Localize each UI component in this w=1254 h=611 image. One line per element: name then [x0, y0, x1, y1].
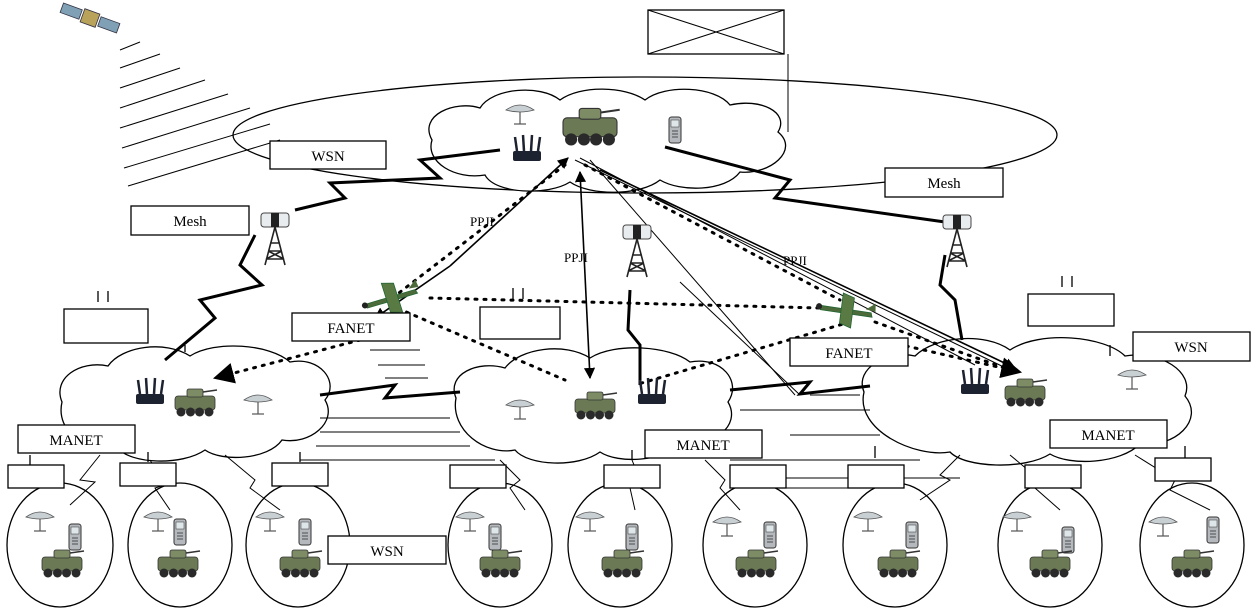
thick-links	[164, 145, 964, 400]
cell-tower-icon	[260, 212, 290, 266]
dotted-links	[388, 163, 1007, 387]
manet-label-right: MANET	[1049, 419, 1168, 449]
uav-drone-icon	[812, 286, 879, 334]
mobile-phone-icon	[668, 116, 682, 144]
fanet-dotted-arrow	[212, 338, 362, 384]
cell-tower-icon	[942, 214, 972, 268]
manet-label-left: MANET	[17, 424, 136, 454]
wsn-text: WSN	[370, 544, 404, 560]
cell-tower-icon	[622, 224, 652, 278]
wsn-label-top: WSN	[269, 140, 387, 170]
fanet-text: FANET	[327, 321, 374, 337]
command-area-ellipse	[232, 76, 1058, 194]
wsn-text: WSN	[1174, 340, 1208, 356]
mesh-label-right: Mesh	[884, 167, 1004, 198]
manet-text: MANET	[676, 438, 729, 454]
empty-boxes	[7, 293, 1212, 489]
wsn-label-right: WSN	[1132, 331, 1251, 362]
manet-text: MANET	[1081, 428, 1134, 444]
pprl-label: PPJI	[783, 253, 807, 268]
wsn-label-bottom: WSN	[327, 535, 447, 565]
pprl-label: PPJI	[564, 250, 588, 265]
satellite-beam	[119, 41, 281, 187]
mesh-dotted-arrow	[878, 338, 1023, 379]
mesh-text: Mesh	[927, 176, 961, 192]
mesh-label-left: Mesh	[130, 205, 250, 236]
mesh-text: Mesh	[173, 214, 207, 230]
satellite-icon	[59, 2, 121, 34]
crossed-flag-icon	[647, 9, 789, 132]
manet-label-middle: MANET	[644, 429, 763, 459]
tick-marks	[29, 276, 1186, 465]
manet-text: MANET	[49, 433, 102, 449]
fanet-text: FANET	[825, 346, 872, 362]
fanet-label-left: FANET	[291, 312, 411, 342]
pprl-label: PPJI	[470, 214, 494, 229]
fanet-label-right: FANET	[789, 337, 909, 367]
wsn-text: WSN	[311, 149, 345, 165]
wsn-cell-icons	[25, 511, 1220, 579]
